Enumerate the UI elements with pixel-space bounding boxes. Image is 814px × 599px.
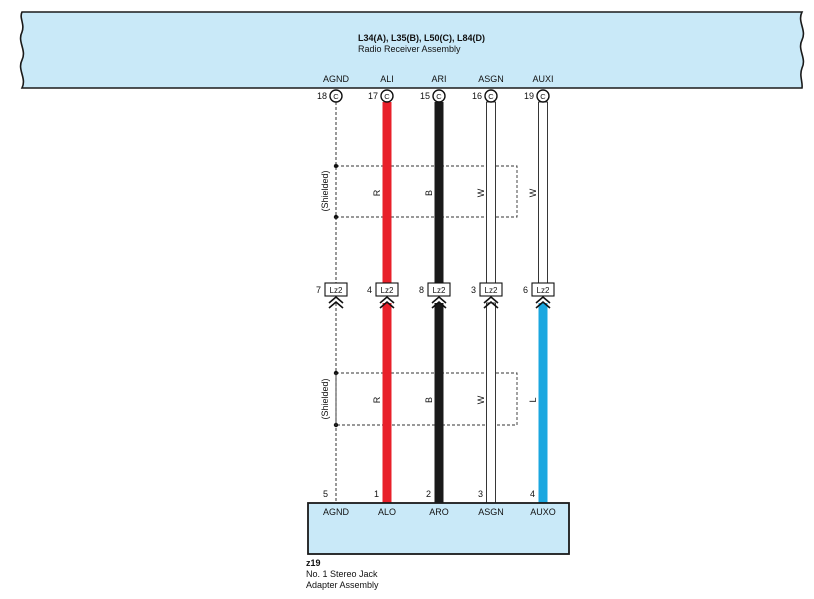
top-pin-connector-letter: C bbox=[384, 92, 390, 101]
stereo-jack-box bbox=[307, 502, 570, 555]
bottom-signal-label: ASGN bbox=[478, 507, 504, 517]
lz2-chevron bbox=[328, 295, 344, 304]
wire-color-code: W bbox=[476, 395, 486, 404]
bottom-signal-label: AGND bbox=[323, 507, 350, 517]
bottom-signal-label: ALO bbox=[378, 507, 396, 517]
lz2-chevron bbox=[535, 295, 551, 304]
top-signal-label: ASGN bbox=[478, 74, 504, 84]
shield-label-upper: (Shielded) bbox=[320, 170, 330, 211]
lz2-chevron bbox=[328, 300, 344, 309]
top-pin-connector-letter: C bbox=[540, 92, 546, 101]
stereo-jack-code: z19 bbox=[306, 558, 321, 568]
lz2-chevron bbox=[483, 295, 499, 304]
lz2-chevron bbox=[431, 300, 447, 309]
wire-lower-segment bbox=[382, 303, 392, 503]
lz2-connector-label: Lz2 bbox=[381, 286, 394, 295]
top-signal-label: AGND bbox=[323, 74, 350, 84]
wire-color-code: W bbox=[528, 188, 538, 197]
top-pins-layer: AGND C 18 ALI C 17 ARI C 15 ASGN C 16 AUXI C 19 bbox=[317, 74, 554, 103]
wire-color-code: B bbox=[424, 190, 434, 196]
wire-lower-segment bbox=[434, 303, 444, 503]
radio-receiver-codes: L34(A), L35(B), L50(C), L84(D) bbox=[358, 33, 485, 43]
lz2-connector-label: Lz2 bbox=[485, 286, 498, 295]
lz2-chevron bbox=[483, 300, 499, 309]
lz2-pin-number: 6 bbox=[523, 285, 528, 295]
top-pin-connector-letter: C bbox=[488, 92, 494, 101]
wire-color-code: W bbox=[476, 188, 486, 197]
lz2-pin-number: 7 bbox=[316, 285, 321, 295]
top-pin-number: 15 bbox=[420, 91, 430, 101]
wire-upper-segment bbox=[434, 102, 444, 283]
bottom-pin-number: 5 bbox=[323, 489, 328, 499]
shield-label-lower: (Shielded) bbox=[320, 378, 330, 419]
wire-lower-segment bbox=[486, 302, 496, 504]
top-signal-label: ARI bbox=[431, 74, 446, 84]
wire-upper-segment bbox=[486, 101, 496, 284]
lz2-chevron bbox=[379, 300, 395, 309]
radio-receiver-name: Radio Receiver Assembly bbox=[358, 44, 461, 54]
lz2-connector-label: Lz2 bbox=[433, 286, 446, 295]
bottom-pin-number: 4 bbox=[530, 489, 535, 499]
radio-receiver-box bbox=[19, 11, 805, 89]
wire-color-code: R bbox=[372, 396, 382, 403]
bottom-pin-number: 3 bbox=[478, 489, 483, 499]
wire-color-code: B bbox=[424, 397, 434, 403]
top-pin-connector-letter: C bbox=[333, 92, 339, 101]
lz2-pin-number: 3 bbox=[471, 285, 476, 295]
wire-color-code: R bbox=[372, 189, 382, 196]
wire-upper-segment bbox=[538, 101, 548, 284]
stereo-jack-name-line2: Adapter Assembly bbox=[306, 580, 379, 590]
top-pin-number: 18 bbox=[317, 91, 327, 101]
top-pin-connector-letter: C bbox=[436, 92, 442, 101]
lz2-chevron bbox=[535, 300, 551, 309]
lz2-connector-layer: Lz2 7 Lz2 4 Lz2 8 Lz2 3 Lz2 6 bbox=[316, 282, 555, 309]
stereo-jack-name-line1: No. 1 Stereo Jack bbox=[306, 569, 378, 579]
wires-layer: R R B B W W W L bbox=[335, 101, 548, 504]
bottom-pin-number: 1 bbox=[374, 489, 379, 499]
bottom-signal-label: ARO bbox=[429, 507, 449, 517]
bottom-signal-label: AUXO bbox=[530, 507, 556, 517]
lz2-chevron bbox=[431, 295, 447, 304]
lz2-connector-label: Lz2 bbox=[537, 286, 550, 295]
top-pin-number: 17 bbox=[368, 91, 378, 101]
top-signal-label: ALI bbox=[380, 74, 394, 84]
lz2-chevron bbox=[379, 295, 395, 304]
shield-box-upper bbox=[335, 165, 518, 218]
shield-dot bbox=[333, 163, 339, 169]
lz2-pin-number: 8 bbox=[419, 285, 424, 295]
top-pin-circle bbox=[329, 89, 343, 103]
top-pin-circle bbox=[536, 89, 550, 103]
wire-upper-segment bbox=[382, 102, 392, 283]
bottom-pin-number: 2 bbox=[426, 489, 431, 499]
lz2-connector-label: Lz2 bbox=[330, 286, 343, 295]
top-pin-circle bbox=[484, 89, 498, 103]
wire-color-code: L bbox=[528, 397, 538, 402]
top-pin-circle bbox=[380, 89, 394, 103]
wire-lower-segment bbox=[538, 303, 548, 503]
top-pin-circle bbox=[432, 89, 446, 103]
top-pin-number: 19 bbox=[524, 91, 534, 101]
top-signal-label: AUXI bbox=[532, 74, 553, 84]
top-pin-number: 16 bbox=[472, 91, 482, 101]
lz2-pin-number: 4 bbox=[367, 285, 372, 295]
